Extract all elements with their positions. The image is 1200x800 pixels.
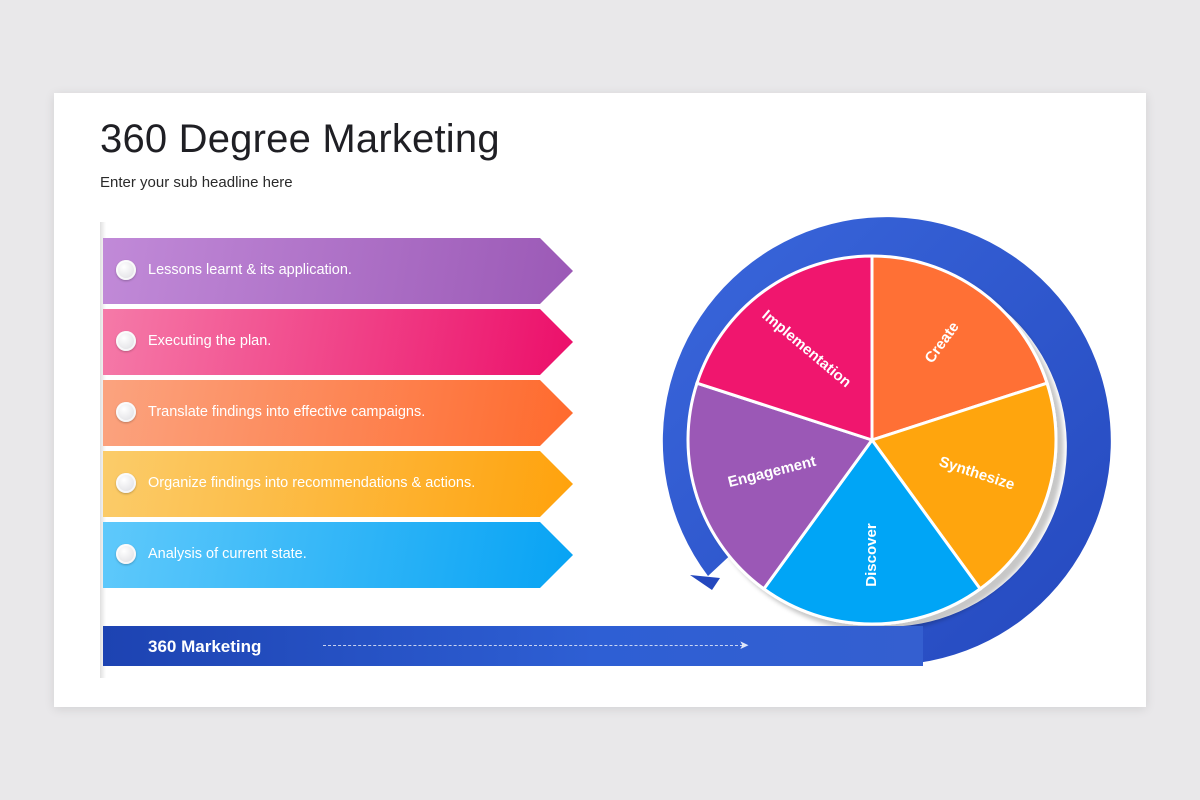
wheel-segment-create [870,254,1049,443]
ring-tail [690,575,720,590]
step-ribbon-analysis: Analysis of current state. [103,522,573,588]
bottom-bar-label: 360 Marketing [148,637,262,656]
wheel-segment-implementation [695,254,874,443]
wheel-segment-discover [761,437,983,626]
wheel-segment-synthesize [869,381,1058,591]
step-label: Translate findings into effective campai… [148,404,426,420]
bullet-circle-icon [116,473,136,493]
step-label: Lessons learnt & its application. [148,262,352,278]
bullet-circle-icon [116,260,136,280]
step-ribbon-executing: Executing the plan. [103,309,573,375]
bullet-circle-icon [116,544,136,564]
step-label: Analysis of current state. [148,546,307,562]
ribbon-edge-shadow [100,222,106,678]
step-ribbon-translate: Translate findings into effective campai… [103,380,573,446]
step-ribbon-organize: Organize findings into recommendations &… [103,451,573,517]
step-ribbon-lessons: Lessons learnt & its application. [103,238,573,304]
bullet-circle-icon [116,331,136,351]
step-label: Executing the plan. [148,333,272,349]
step-label: Organize findings into recommendations &… [148,475,476,491]
wheel-segment-engagement [686,381,875,591]
bottom-bar: 360 Marketing ➤ [103,626,923,666]
dashed-arrow-line [323,645,743,646]
page-title: 360 Degree Marketing [100,117,500,161]
arrow-head-icon: ➤ [739,638,750,652]
wheel-label-discover: Discover [863,523,880,587]
bullet-circle-icon [116,402,136,422]
page-subtitle: Enter your sub headline here [100,174,293,191]
